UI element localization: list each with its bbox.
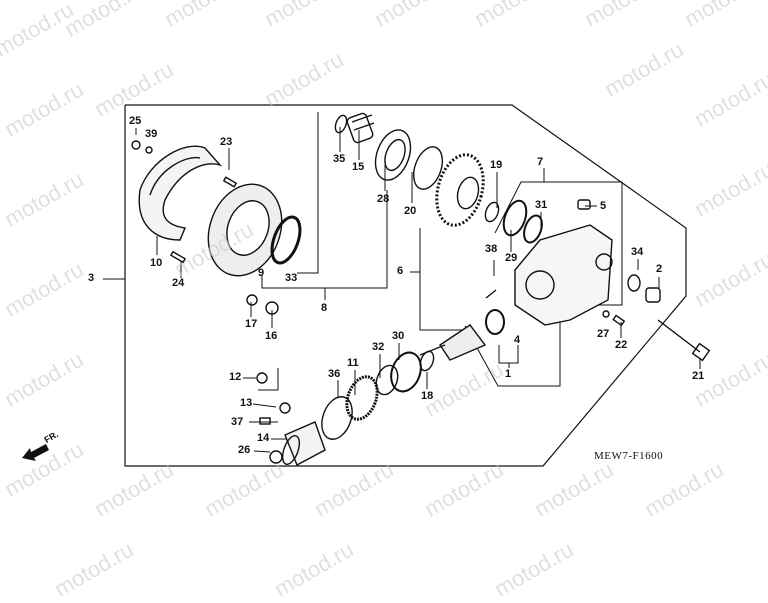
- part-30-bearing: [390, 351, 422, 393]
- part-19-shim: [484, 201, 500, 223]
- part-37: [259, 417, 271, 425]
- callout-32: 32: [372, 341, 385, 353]
- part-34-washer: [627, 274, 641, 292]
- part-11-gear: [345, 375, 379, 421]
- callout-1: 1: [505, 368, 512, 380]
- part-16: [265, 301, 279, 315]
- part-23-bolt: [222, 176, 238, 188]
- part-21-bolt: [657, 319, 711, 362]
- part-31-seal: [523, 214, 543, 244]
- callout-36: 36: [328, 368, 341, 380]
- callout-37: 37: [231, 416, 244, 428]
- callout-7: 7: [537, 156, 544, 168]
- part-9-plate: [207, 183, 283, 277]
- callout-18: 18: [421, 390, 434, 402]
- part-25: [131, 140, 141, 150]
- diagram-code: MEW7-F1600: [594, 450, 664, 462]
- part-5-cap: [577, 199, 591, 210]
- part-38-stud: [485, 289, 497, 299]
- callout-4: 4: [514, 334, 521, 346]
- part-ring-gear: [435, 153, 485, 227]
- part-14-boot: [281, 421, 326, 466]
- callout-6: 6: [397, 265, 404, 277]
- callout-3: 3: [88, 272, 95, 284]
- callout-34: 34: [631, 246, 644, 258]
- callout-27: 27: [597, 328, 610, 340]
- part-17: [246, 294, 258, 306]
- callout-14: 14: [257, 432, 270, 444]
- part-22: [612, 314, 626, 327]
- callout-31: 31: [535, 199, 548, 211]
- part-2-plug: [645, 287, 661, 303]
- callout-9: 9: [258, 267, 265, 279]
- part-18-ring: [419, 350, 435, 372]
- part-28-bearing: [374, 129, 412, 181]
- part-13: [279, 402, 291, 414]
- parts-diagram: [22, 104, 711, 467]
- callout-11: 11: [347, 357, 359, 369]
- part-24-bolt: [169, 250, 187, 264]
- callout-20: 20: [404, 205, 417, 217]
- part-33-seal: [270, 215, 302, 265]
- callout-16: 16: [265, 330, 278, 342]
- callout-28: 28: [377, 193, 390, 205]
- part-20-ring: [412, 146, 444, 190]
- callout-29: 29: [505, 252, 518, 264]
- callout-10: 10: [150, 257, 163, 269]
- callout-21: 21: [692, 370, 705, 382]
- callout-22: 22: [615, 339, 628, 351]
- callout-35: 35: [333, 153, 346, 165]
- part-12: [256, 372, 268, 384]
- part-4: [485, 309, 505, 335]
- callout-33: 33: [285, 272, 298, 284]
- callout-38: 38: [485, 243, 498, 255]
- part-26: [269, 450, 283, 464]
- part-15-coupler: [346, 112, 375, 144]
- part-29-bearing: [502, 199, 528, 237]
- front-direction-arrow-icon: [22, 444, 49, 461]
- callout-12: 12: [229, 371, 242, 383]
- part-7-case: [514, 224, 613, 326]
- part-36-oring: [321, 396, 353, 440]
- callout-2: 2: [656, 263, 663, 275]
- callout-26: 26: [238, 444, 251, 456]
- component-shapes: [131, 112, 711, 466]
- assembly-boundary: [124, 104, 687, 467]
- callout-13: 13: [240, 397, 253, 409]
- part-32-seal: [375, 364, 399, 396]
- callout-23: 23: [220, 136, 233, 148]
- callout-25: 25: [129, 115, 142, 127]
- callout-19: 19: [490, 159, 503, 171]
- callout-30: 30: [392, 330, 405, 342]
- callout-15: 15: [352, 161, 365, 173]
- part-35-oring: [334, 114, 348, 134]
- callout-39: 39: [145, 128, 158, 140]
- callout-8: 8: [321, 302, 328, 314]
- callout-5: 5: [600, 200, 607, 212]
- callout-17: 17: [245, 318, 258, 330]
- part-27: [602, 310, 610, 318]
- callout-24: 24: [172, 277, 185, 289]
- part-39: [145, 146, 153, 154]
- part-10-housing: [138, 145, 223, 241]
